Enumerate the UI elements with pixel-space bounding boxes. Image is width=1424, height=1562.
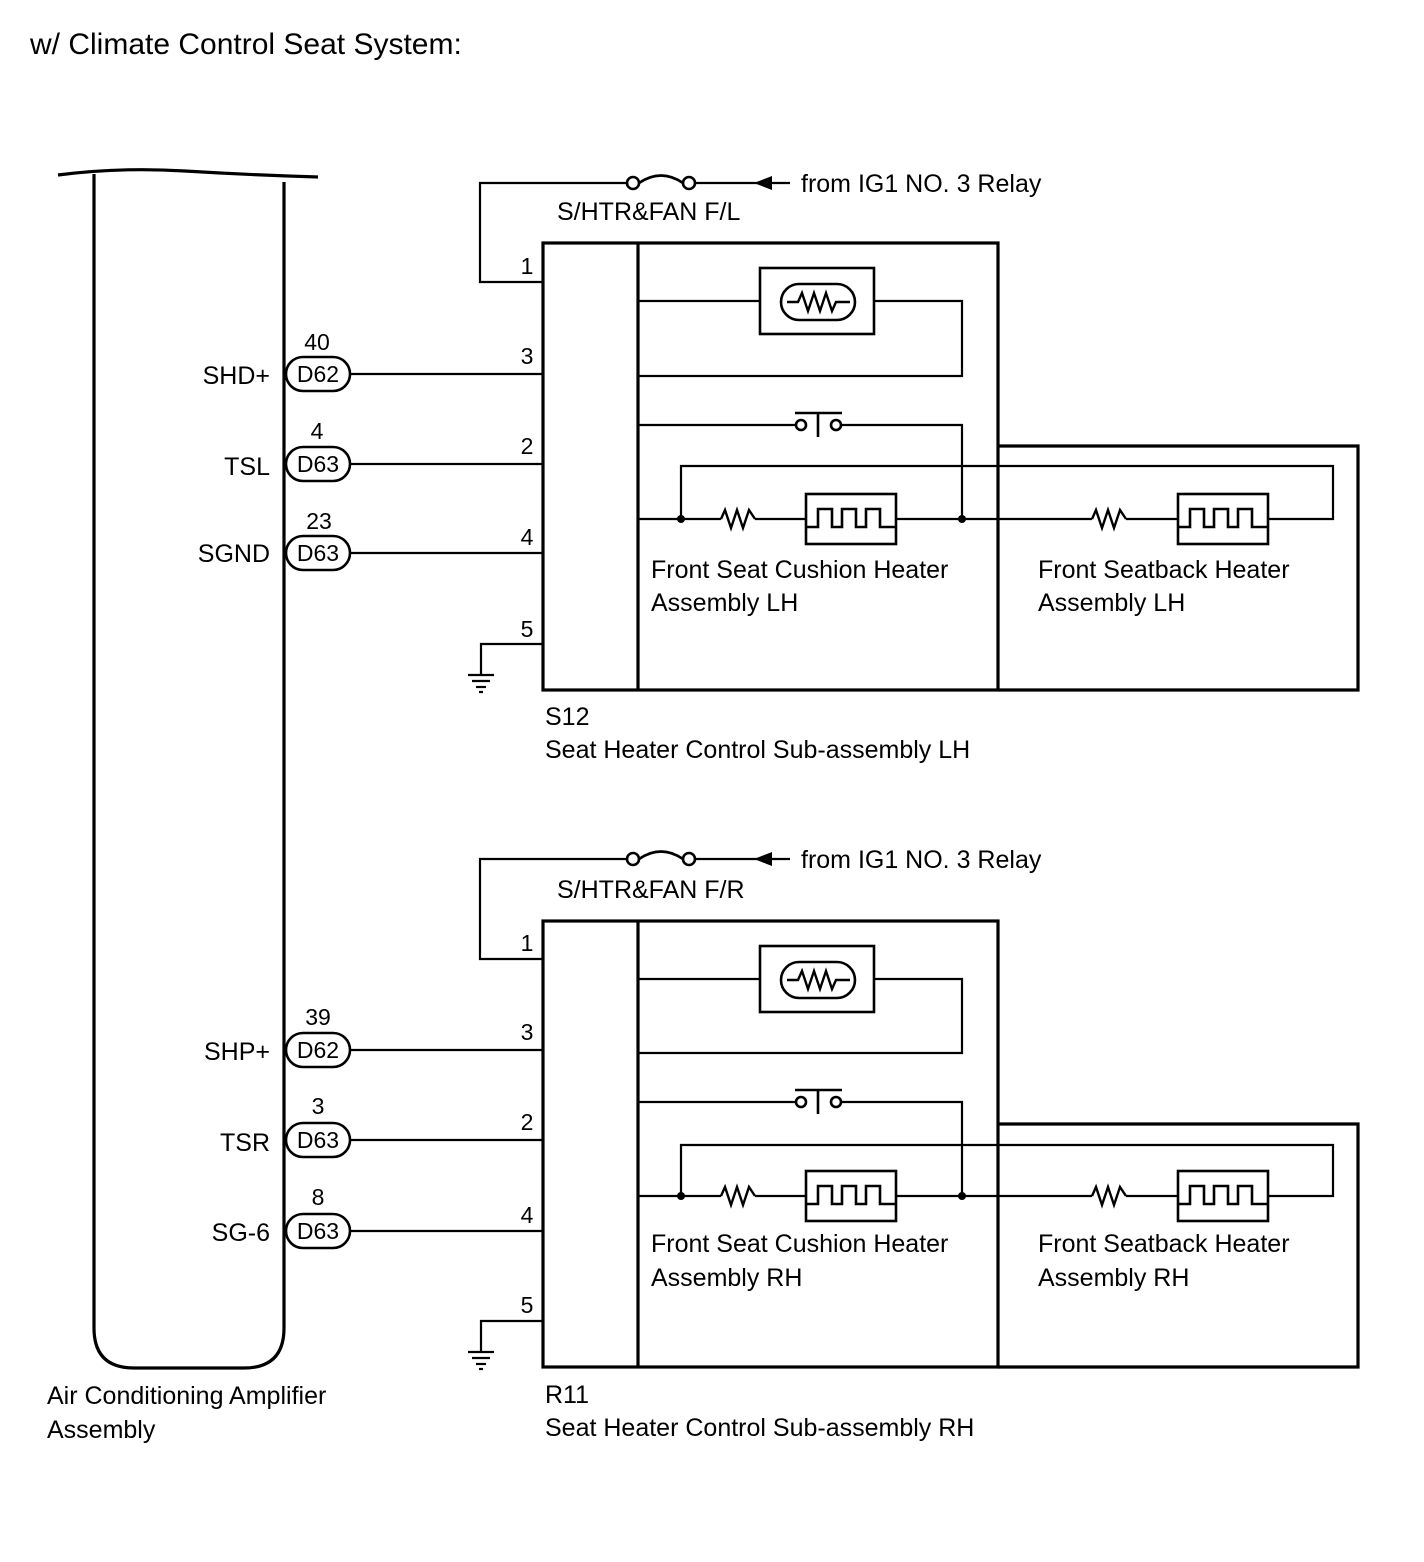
connector-label: D63 [297,1218,339,1244]
cushion-heater-label-line1: Front Seat Cushion Heater [651,1230,948,1258]
cushion-heater-element-icon [804,492,898,546]
pin-number: 3 [312,1093,325,1119]
seatback-heater-label-line2: Assembly LH [1038,589,1185,617]
pin-number: 8 [312,1184,325,1210]
pin-number: 4 [311,418,324,444]
terminal-shp-plus: SHP+ 39 D62 [204,1004,543,1069]
terminal-sg-6: SG-6 8 D63 [212,1184,543,1250]
thermostat-switch-icon [638,411,964,519]
seatback-heater-label-line1: Front Seatback Heater [1038,556,1290,584]
air-conditioning-amplifier: Air Conditioning Amplifier Assembly [47,168,326,1444]
cushion-heater-element-icon [804,1169,898,1223]
connector-code: S12 [545,703,589,731]
fuse-terminal-icon [625,175,641,191]
resistor-icon [719,1183,756,1209]
fuse-label: S/HTR&FAN F/R [557,876,745,904]
fuse-icon [638,174,684,185]
pin-3: 3 [521,1019,534,1045]
connector-label: D63 [297,540,339,566]
source-label: from IG1 NO. 3 Relay [801,846,1042,874]
connector-label: D63 [297,1127,339,1153]
thermistor-icon [758,266,876,336]
rh-section: from IG1 NO. 3 Relay S/HTR&FAN F/R 1 3 2… [468,846,1360,1442]
connector-label: D63 [297,451,339,477]
cushion-heater-label-line2: Assembly LH [651,589,798,617]
arrow-icon [754,176,772,190]
terminal-shd-plus: SHD+ 40 D62 [203,329,543,393]
terminal-tsl: TSL 4 D63 [224,418,543,483]
pin-number: 39 [305,1004,331,1030]
connector-code: R11 [545,1381,589,1409]
terminal-tsr: TSR 3 D63 [220,1093,543,1159]
lh-section: from IG1 NO. 3 Relay S/HTR&FAN F/L 1 3 2… [468,170,1360,764]
pin-2: 2 [521,433,534,459]
signal-label: SHP+ [204,1038,270,1066]
pin-5: 5 [521,1292,534,1318]
signal-label: SG-6 [212,1219,270,1247]
ground-icon [468,642,543,694]
fuse-terminal-icon [681,175,697,191]
terminal-sgnd: SGND 23 D63 [198,508,543,572]
diagram-title: w/ Climate Control Seat System: [29,28,462,61]
connector-label: D62 [297,1037,339,1063]
resistor-icon [719,506,756,532]
pin-4: 4 [521,524,534,550]
rh-seatback-box [998,1122,1360,1369]
seatback-heater-label-line2: Assembly RH [1038,1264,1189,1292]
lh-seatback-box [998,444,1360,692]
controller-label: Seat Heater Control Sub-assembly RH [545,1414,974,1442]
signal-label: SHD+ [203,362,270,390]
pin-3: 3 [521,343,534,369]
fuse-terminal-icon [681,851,697,867]
pin-5: 5 [521,616,534,642]
pin-1: 1 [521,930,534,956]
fuse-label: S/HTR&FAN F/L [557,198,740,226]
amplifier-name-line1: Air Conditioning Amplifier [47,1382,326,1410]
cushion-heater-label-line1: Front Seat Cushion Heater [651,556,948,584]
thermistor-icon [758,944,876,1014]
pin-1: 1 [521,253,534,279]
seatback-heater-element-icon [1176,492,1270,546]
pin-4: 4 [521,1202,534,1228]
pin-number: 40 [304,329,330,355]
signal-label: TSL [224,453,270,481]
source-label: from IG1 NO. 3 Relay [801,170,1042,198]
ground-icon [468,1319,543,1371]
rh-power-feed: from IG1 NO. 3 Relay S/HTR&FAN F/R [478,846,1042,961]
controller-label: Seat Heater Control Sub-assembly LH [545,736,970,764]
signal-label: SGND [198,540,270,568]
amplifier-name-line2: Assembly [47,1416,156,1444]
fuse-terminal-icon [625,851,641,867]
pin-number: 23 [306,508,332,534]
signal-label: TSR [220,1129,270,1157]
lh-power-feed: from IG1 NO. 3 Relay S/HTR&FAN F/L [478,170,1042,284]
pin-2: 2 [521,1109,534,1135]
thermostat-switch-icon [638,1088,964,1196]
resistor-icon [1090,506,1127,532]
cushion-heater-label-line2: Assembly RH [651,1264,802,1292]
fuse-icon [638,850,684,861]
seatback-heater-label-line1: Front Seatback Heater [1038,1230,1290,1258]
seatback-heater-element-icon [1176,1169,1270,1223]
arrow-icon [754,852,772,866]
resistor-icon [1090,1183,1127,1209]
connector-label: D62 [297,361,339,387]
